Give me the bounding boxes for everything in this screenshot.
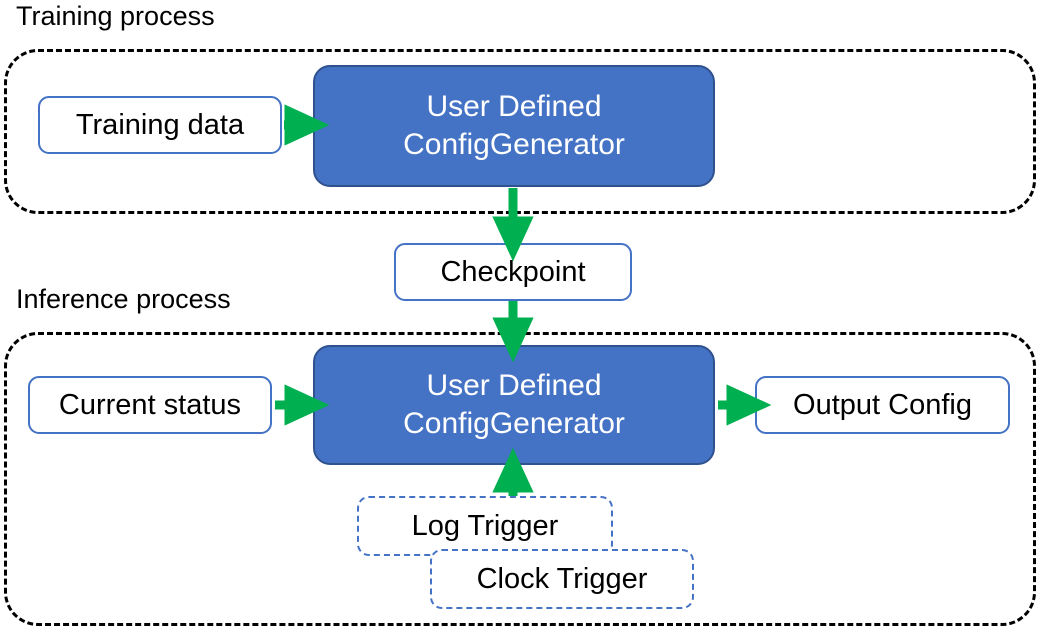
node-label-line-1: User Defined [426,368,602,402]
training-process-title: Training process [16,1,215,31]
node-log-trigger[interactable]: Log Trigger [357,496,613,556]
inference-process-title: Inference process [16,284,231,314]
node-label-line-2: ConfigGenerator [403,128,625,161]
node-inference-user-defined-configgenerator[interactable]: User Defined ConfigGenerator [313,345,715,465]
node-training-user-defined-configgenerator[interactable]: User Defined ConfigGenerator [313,65,715,187]
node-output-config[interactable]: Output Config [755,376,1010,434]
node-checkpoint[interactable]: Checkpoint [394,243,632,301]
node-clock-trigger[interactable]: Clock Trigger [430,549,694,609]
node-label-line-2: ConfigGenerator [403,407,625,440]
node-current-status[interactable]: Current status [28,376,272,434]
node-label-line-1: User Defined [426,89,602,123]
training-process-container [4,49,1036,214]
node-training-data[interactable]: Training data [38,96,282,154]
